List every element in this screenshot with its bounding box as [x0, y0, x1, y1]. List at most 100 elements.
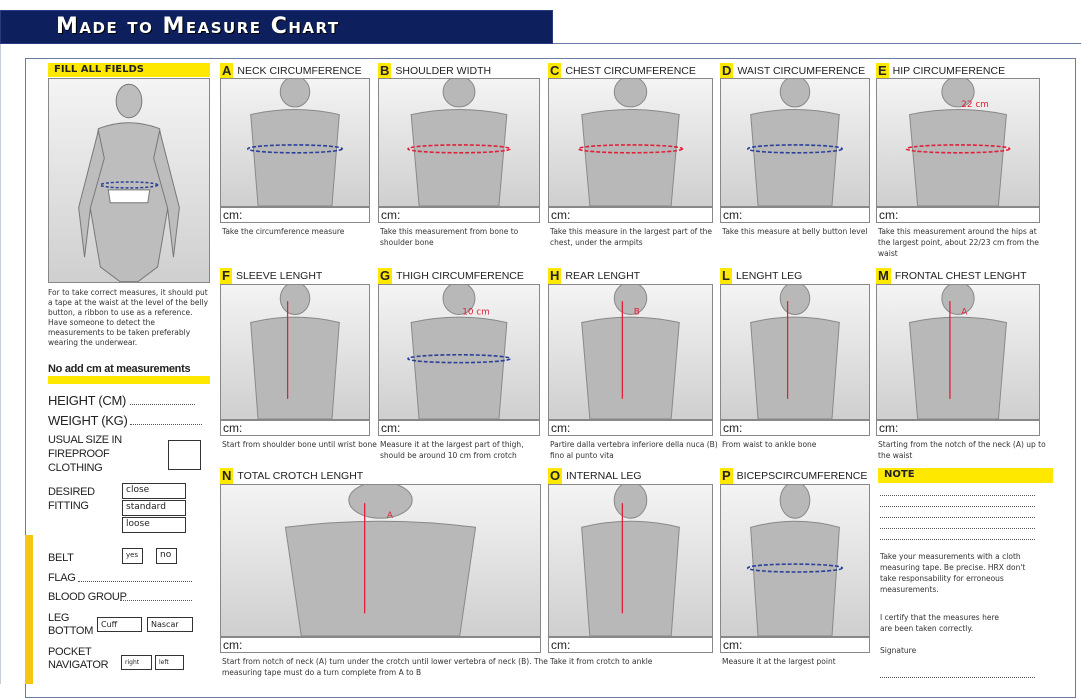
measure-photo — [378, 78, 540, 207]
card-caption: Partire dalla vertebra inferiore della n… — [550, 440, 718, 460]
accent-bar — [25, 535, 33, 684]
card-caption: Start from notch of neck (A) turn under … — [222, 657, 548, 677]
cm-input[interactable]: cm: — [378, 207, 540, 223]
cm-input[interactable]: cm: — [378, 420, 540, 436]
card-header: B SHOULDER WIDTH — [378, 63, 491, 79]
flag-field[interactable] — [78, 573, 192, 582]
card-title: CHEST CIRCUMFERENCE — [565, 65, 696, 77]
measure-photo — [548, 484, 713, 637]
body-figure-icon — [746, 485, 844, 636]
cm-input[interactable]: cm: — [220, 637, 541, 653]
blood-group-field[interactable] — [120, 592, 192, 601]
body-figure-icon — [407, 79, 511, 206]
belt-label: BELT — [48, 552, 74, 564]
belt-yes-option[interactable]: yes — [122, 548, 143, 564]
title-bar: Made to Measure Chart — [0, 10, 553, 44]
measure-photo — [720, 484, 870, 637]
card-caption: Take the circumference measure — [222, 227, 345, 236]
fitting-standard-option[interactable]: standard — [122, 500, 186, 516]
certify-text: I certify that the measures here are bee… — [880, 613, 999, 633]
annotation-label: 22 cm — [961, 100, 989, 110]
leg-cuff-option[interactable]: Cuff — [97, 617, 142, 632]
card-title: REAR LENGHT — [565, 270, 641, 282]
card-caption: From waist to ankle bone — [722, 440, 817, 449]
cm-input[interactable]: cm: — [876, 420, 1040, 436]
measure-photo — [720, 78, 870, 207]
fitting-loose-option[interactable]: loose — [122, 517, 186, 533]
card-header: P BICEPSCIRCUMFERENCE — [720, 468, 867, 484]
card-header: D WAIST CIRCUMFERENCE — [720, 63, 865, 79]
card-title: HIP CIRCUMFERENCE — [892, 65, 1006, 77]
signature-label: Signature — [880, 646, 917, 655]
belt-no-option[interactable]: no — [156, 548, 177, 564]
card-header: O INTERNAL LEG — [548, 468, 642, 484]
note-line[interactable] — [880, 487, 1035, 496]
cm-input[interactable]: cm: — [220, 420, 370, 436]
card-letter: L — [720, 268, 732, 284]
card-title: BICEPSCIRCUMFERENCE — [736, 470, 868, 482]
fitting-close-option[interactable]: close — [122, 483, 186, 499]
card-letter: O — [548, 468, 563, 484]
pocket-left-option[interactable]: left — [155, 655, 184, 670]
desired-fitting-label: DESIRED FITTING — [48, 486, 95, 512]
card-caption: Take this measure in the largest part of… — [550, 227, 713, 247]
note-line[interactable] — [880, 531, 1035, 540]
card-header: H REAR LENGHT — [548, 268, 640, 284]
card-letter: N — [220, 468, 234, 484]
card-title: SHOULDER WIDTH — [395, 65, 492, 77]
card-header: M FRONTAL CHEST LENGHT — [876, 268, 1027, 284]
note-disclaimer: Take your measurements with a cloth meas… — [880, 552, 1026, 594]
cm-input[interactable]: cm: — [548, 207, 713, 223]
annotation-label: A — [961, 307, 967, 317]
flag-label: FLAG — [48, 572, 76, 584]
cm-input[interactable]: cm: — [720, 637, 870, 653]
measure-photo: 10 cm — [378, 284, 540, 420]
card-title: TOTAL CROTCH LENGHT — [237, 470, 364, 482]
signature-field[interactable] — [880, 669, 1035, 678]
weight-label: WEIGHT (KG) — [48, 413, 128, 428]
measure-photo: 22 cm — [876, 78, 1040, 207]
card-letter: C — [548, 63, 562, 79]
cm-input[interactable]: cm: — [548, 420, 713, 436]
body-figure-icon: 10 cm — [407, 285, 511, 419]
body-figure-icon — [581, 485, 680, 636]
leg-nascar-option[interactable]: Nascar — [147, 617, 193, 632]
annotation-label: A — [387, 511, 393, 521]
body-figure-icon: A — [284, 485, 477, 636]
body-figure-icon — [577, 79, 684, 206]
card-caption: Start from shoulder bone until wrist bon… — [222, 440, 377, 449]
card-caption: Take it from crotch to ankle — [550, 657, 653, 666]
card-header: N TOTAL CROTCH LENGHT — [220, 468, 363, 484]
card-letter: D — [720, 63, 734, 79]
card-caption: Take this measurement from bone to shoul… — [380, 227, 519, 247]
measure-photo — [220, 284, 370, 420]
annotation-label: B — [634, 307, 640, 317]
card-header: E HIP CIRCUMFERENCE — [876, 63, 1005, 79]
card-caption: Measure it at the largest point — [722, 657, 836, 666]
body-figure-icon — [746, 79, 844, 206]
cm-input[interactable]: cm: — [720, 420, 870, 436]
card-letter: F — [220, 268, 232, 284]
fill-all-fields-header: FILL ALL FIELDS — [48, 63, 210, 77]
usual-size-field[interactable] — [168, 440, 201, 470]
note-line[interactable] — [880, 509, 1035, 518]
body-photo — [48, 78, 210, 283]
note-line[interactable] — [880, 520, 1035, 529]
body-figure-icon: 22 cm — [905, 79, 1011, 206]
note-line[interactable] — [880, 498, 1035, 507]
cm-input[interactable]: cm: — [720, 207, 870, 223]
weight-field[interactable] — [130, 416, 202, 425]
card-letter: H — [548, 268, 562, 284]
cm-input[interactable]: cm: — [220, 207, 370, 223]
measure-photo: A — [876, 284, 1040, 420]
measure-photo — [220, 78, 370, 207]
cm-input[interactable]: cm: — [876, 207, 1040, 223]
cm-input[interactable]: cm: — [548, 637, 713, 653]
height-field[interactable] — [130, 396, 195, 405]
pocket-right-option[interactable]: right — [121, 655, 152, 670]
card-title: INTERNAL LEG — [566, 470, 642, 482]
card-header: F SLEEVE LENGHT — [220, 268, 322, 284]
pocket-navigator-label: POCKET NAVIGATOR — [48, 646, 109, 671]
annotation-label: 10 cm — [462, 307, 490, 317]
body-figure-icon — [250, 285, 340, 419]
